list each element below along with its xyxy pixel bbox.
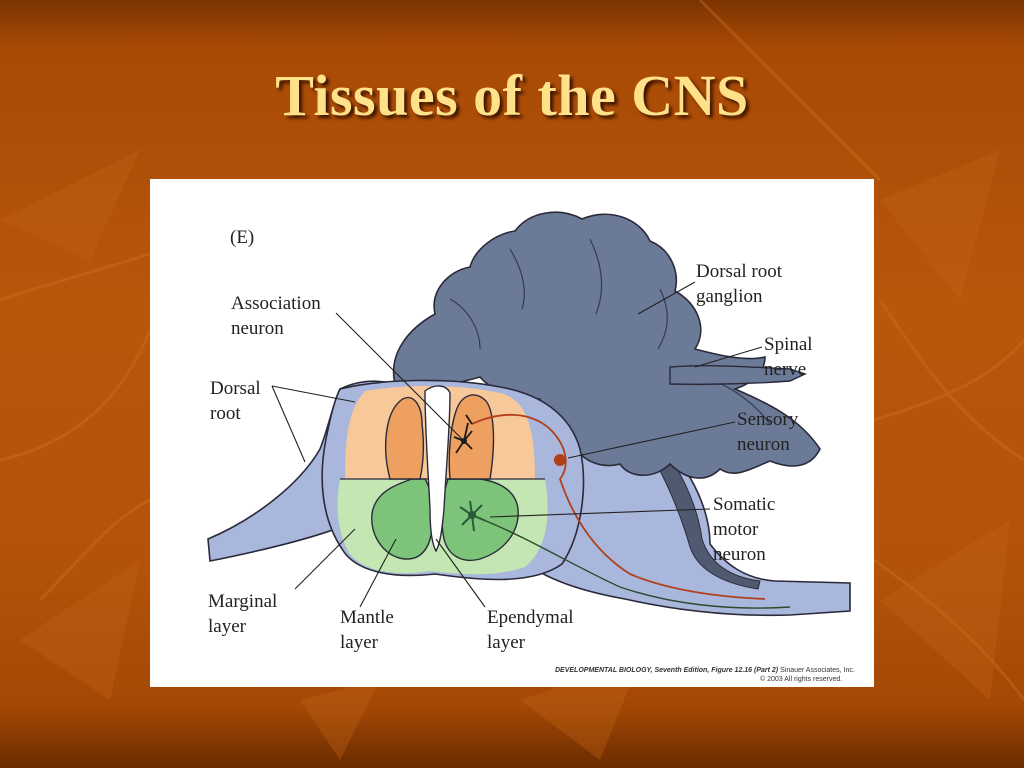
label-marginal-layer: Marginal layer [208,591,278,637]
spinal-cord-diagram [207,211,851,617]
leader-lines [271,281,763,608]
association-neuron [453,414,473,454]
credit-title: DEVELOPMENTAL BIOLOGY, Seventh Edition, … [555,667,779,674]
central-canal [424,385,451,553]
credit-copyright: © 2003 All rights reserved. [760,676,843,683]
sensory-neuron-axon [471,413,766,600]
slide-title: Tissues of the CNS [275,63,749,128]
label-spinal-nerve: Spinal nerve [764,334,813,380]
alar-lobe-right [448,394,495,480]
label-dorsal-root: Dorsal root [210,378,261,424]
figure-credit: DEVELOPMENTAL BIOLOGY, Seventh Edition, … [555,666,855,684]
somatic-motor-neuron [459,500,791,609]
alar-lobe-left [385,396,425,480]
figure-panel: (E) Association neuron Dorsal root Dorsa… [150,179,874,687]
label-dorsal-root-ganglion: Dorsal root ganglion [696,261,783,307]
label-ependymal-layer: Ependymal layer [487,607,574,653]
ventral-root-channel [654,448,761,590]
credit-publisher: Sinauer Associates, Inc. [780,667,855,674]
label-association-neuron: Association neuron [231,293,321,339]
panel-letter: (E) [230,227,255,248]
label-mantle-layer: Mantle layer [340,607,394,653]
label-sensory-neuron: Sensory neuron [737,409,799,455]
label-somatic-motor-neuron: Somatic motor neuron [713,494,776,565]
sensory-neuron-soma [554,454,566,466]
spinal-nerve-tip [669,365,807,386]
